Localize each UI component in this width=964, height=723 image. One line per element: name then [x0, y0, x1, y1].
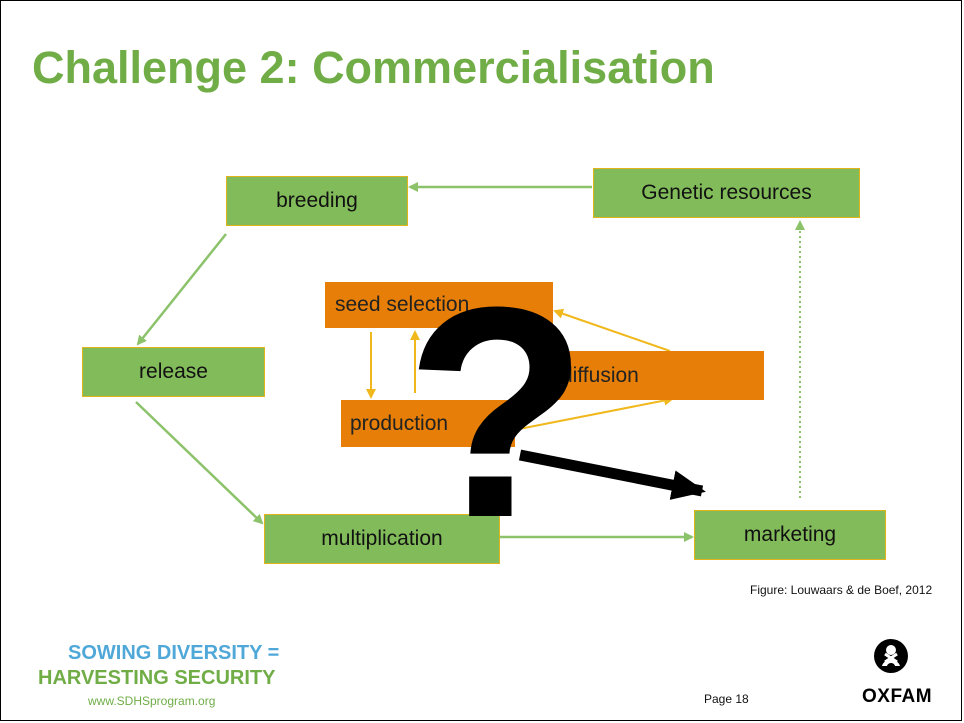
slide-title: Challenge 2: Commercialisation — [32, 42, 715, 93]
question-mark-icon: ? — [405, 244, 589, 580]
box-seed-selection: seed selection — [325, 282, 553, 328]
brand-line-2: HARVESTING SECURITY — [38, 667, 276, 689]
box-marketing: marketing — [694, 510, 886, 560]
box-diffusion: diffusion — [551, 351, 764, 400]
box-release: release — [82, 347, 265, 397]
page-number: Page 18 — [704, 692, 749, 706]
box-breeding: breeding — [226, 176, 408, 226]
box-genetic-resources: Genetic resources — [593, 168, 860, 218]
oxfam-wordmark: OXFAM — [862, 686, 933, 707]
arrow-breeding-to-release — [136, 233, 227, 346]
figure-caption: Figure: Louwaars & de Boef, 2012 — [750, 583, 933, 597]
oxfam-logo-icon — [874, 639, 908, 673]
box-production: production — [341, 400, 515, 447]
arrow-production-to-diffusion — [513, 395, 674, 431]
arrow-diffusion-to-seed — [553, 308, 671, 352]
brand-url: www.SDHSprogram.org — [88, 694, 216, 708]
box-multiplication: multiplication — [264, 514, 500, 564]
arrow-release-to-multiplication — [135, 401, 264, 525]
brand-line-1: SOWING DIVERSITY = — [68, 642, 280, 664]
arrow-question-to-marketing — [518, 449, 706, 500]
